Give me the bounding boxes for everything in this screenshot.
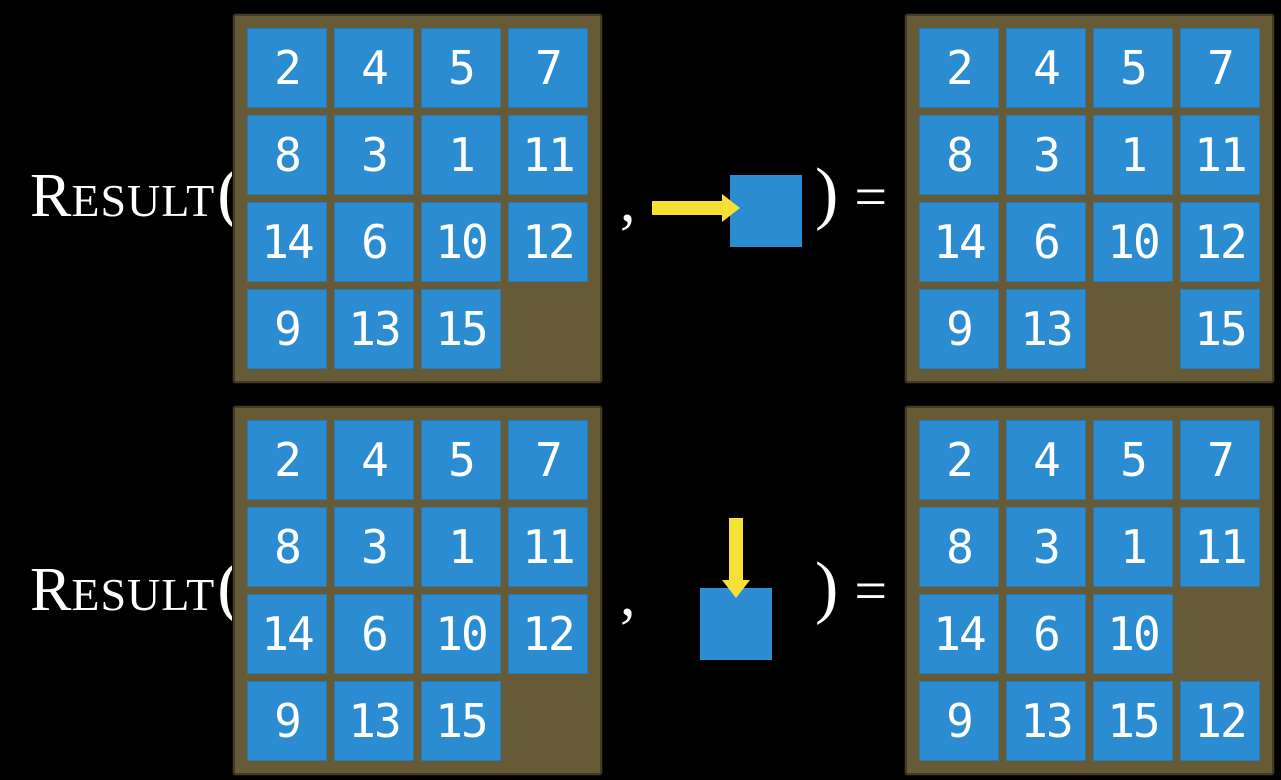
puzzle-tile-5: 5 bbox=[1093, 28, 1173, 108]
puzzle-tile-15: 15 bbox=[1093, 681, 1173, 761]
puzzle-tile-10: 10 bbox=[421, 202, 501, 282]
puzzle-tile-5: 5 bbox=[421, 420, 501, 500]
puzzle-tile-2: 2 bbox=[247, 420, 327, 500]
puzzle-tile-3: 3 bbox=[334, 115, 414, 195]
puzzle-tile-3: 3 bbox=[1006, 115, 1086, 195]
puzzle-tile-10: 10 bbox=[421, 594, 501, 674]
puzzle-tile-9: 9 bbox=[247, 681, 327, 761]
puzzle-tile-13: 13 bbox=[334, 681, 414, 761]
result-label-rest: ESULT bbox=[71, 569, 216, 620]
puzzle-tile-9: 9 bbox=[919, 289, 999, 369]
puzzle-tile-7: 7 bbox=[508, 420, 588, 500]
puzzle-tile-11: 11 bbox=[1180, 115, 1260, 195]
puzzle-tile-4: 4 bbox=[1006, 420, 1086, 500]
puzzle-tile-6: 6 bbox=[334, 202, 414, 282]
puzzle-tile-6: 6 bbox=[1006, 594, 1086, 674]
result-function-label-row2: RESULT( bbox=[30, 553, 241, 623]
puzzle-tile-12: 12 bbox=[1180, 681, 1260, 761]
result-label-rest: ESULT bbox=[71, 175, 216, 226]
puzzle-tile-4: 4 bbox=[334, 28, 414, 108]
puzzle-tile-1: 1 bbox=[421, 507, 501, 587]
puzzle-tile-7: 7 bbox=[1180, 420, 1260, 500]
puzzle-tile-9: 9 bbox=[247, 289, 327, 369]
puzzle-tile-10: 10 bbox=[1093, 202, 1173, 282]
puzzle-tile-5: 5 bbox=[421, 28, 501, 108]
close-paren-equals-row2: )= bbox=[815, 553, 887, 623]
empty-cell bbox=[1093, 289, 1173, 369]
puzzle-tile-13: 13 bbox=[334, 289, 414, 369]
puzzle-tile-14: 14 bbox=[247, 594, 327, 674]
puzzle-tile-8: 8 bbox=[247, 507, 327, 587]
puzzle-tile-8: 8 bbox=[919, 115, 999, 195]
puzzle-tile-7: 7 bbox=[508, 28, 588, 108]
puzzle-tile-8: 8 bbox=[919, 507, 999, 587]
puzzle-tile-14: 14 bbox=[919, 202, 999, 282]
puzzle-tile-14: 14 bbox=[247, 202, 327, 282]
close-paren-equals-row1: )= bbox=[815, 159, 887, 229]
puzzle-tile-15: 15 bbox=[421, 289, 501, 369]
result-function-label-row1: RESULT( bbox=[30, 159, 241, 229]
comma-row1: , bbox=[620, 167, 636, 235]
puzzle-tile-12: 12 bbox=[508, 202, 588, 282]
puzzle-tile-11: 11 bbox=[1180, 507, 1260, 587]
result-label-initial: R bbox=[30, 162, 72, 230]
puzzle-tile-10: 10 bbox=[1093, 594, 1173, 674]
puzzle-tile-6: 6 bbox=[1006, 202, 1086, 282]
puzzle-tile-15: 15 bbox=[1180, 289, 1260, 369]
puzzle-tile-1: 1 bbox=[1093, 115, 1173, 195]
close-paren-row1: ) bbox=[815, 155, 839, 232]
puzzle-tile-11: 11 bbox=[508, 507, 588, 587]
puzzle-tile-13: 13 bbox=[1006, 681, 1086, 761]
arrow-head bbox=[722, 194, 740, 222]
puzzle-tile-2: 2 bbox=[919, 420, 999, 500]
puzzle-tile-4: 4 bbox=[1006, 28, 1086, 108]
down-arrow-icon bbox=[722, 518, 750, 598]
action-tile-row2 bbox=[700, 588, 772, 660]
puzzle-tile-11: 11 bbox=[508, 115, 588, 195]
puzzle-tile-4: 4 bbox=[334, 420, 414, 500]
puzzle-tile-6: 6 bbox=[334, 594, 414, 674]
puzzle-tile-3: 3 bbox=[334, 507, 414, 587]
puzzle-tile-8: 8 bbox=[247, 115, 327, 195]
puzzle-tile-3: 3 bbox=[1006, 507, 1086, 587]
puzzle-tile-1: 1 bbox=[1093, 507, 1173, 587]
comma-row2: , bbox=[620, 561, 636, 629]
close-paren-row2: ) bbox=[815, 549, 839, 626]
result-label-initial: R bbox=[30, 556, 72, 624]
puzzle-tile-13: 13 bbox=[1006, 289, 1086, 369]
puzzle-tile-7: 7 bbox=[1180, 28, 1260, 108]
puzzle-tile-9: 9 bbox=[919, 681, 999, 761]
action-tile-row1 bbox=[730, 175, 802, 247]
puzzle-tile-15: 15 bbox=[421, 681, 501, 761]
puzzle-tile-1: 1 bbox=[421, 115, 501, 195]
arrow-shaft bbox=[652, 201, 724, 215]
right-arrow-icon bbox=[652, 194, 740, 222]
empty-cell bbox=[508, 289, 588, 369]
puzzle-tile-14: 14 bbox=[919, 594, 999, 674]
empty-cell bbox=[508, 681, 588, 761]
puzzle-tile-5: 5 bbox=[1093, 420, 1173, 500]
puzzle-tile-12: 12 bbox=[1180, 202, 1260, 282]
equals-sign-row1: = bbox=[854, 164, 888, 229]
empty-cell bbox=[1180, 594, 1260, 674]
puzzle-tile-12: 12 bbox=[508, 594, 588, 674]
arrow-shaft bbox=[729, 518, 743, 582]
equals-sign-row2: = bbox=[854, 558, 888, 623]
arrow-head bbox=[722, 580, 750, 598]
puzzle-tile-2: 2 bbox=[247, 28, 327, 108]
puzzle-tile-2: 2 bbox=[919, 28, 999, 108]
